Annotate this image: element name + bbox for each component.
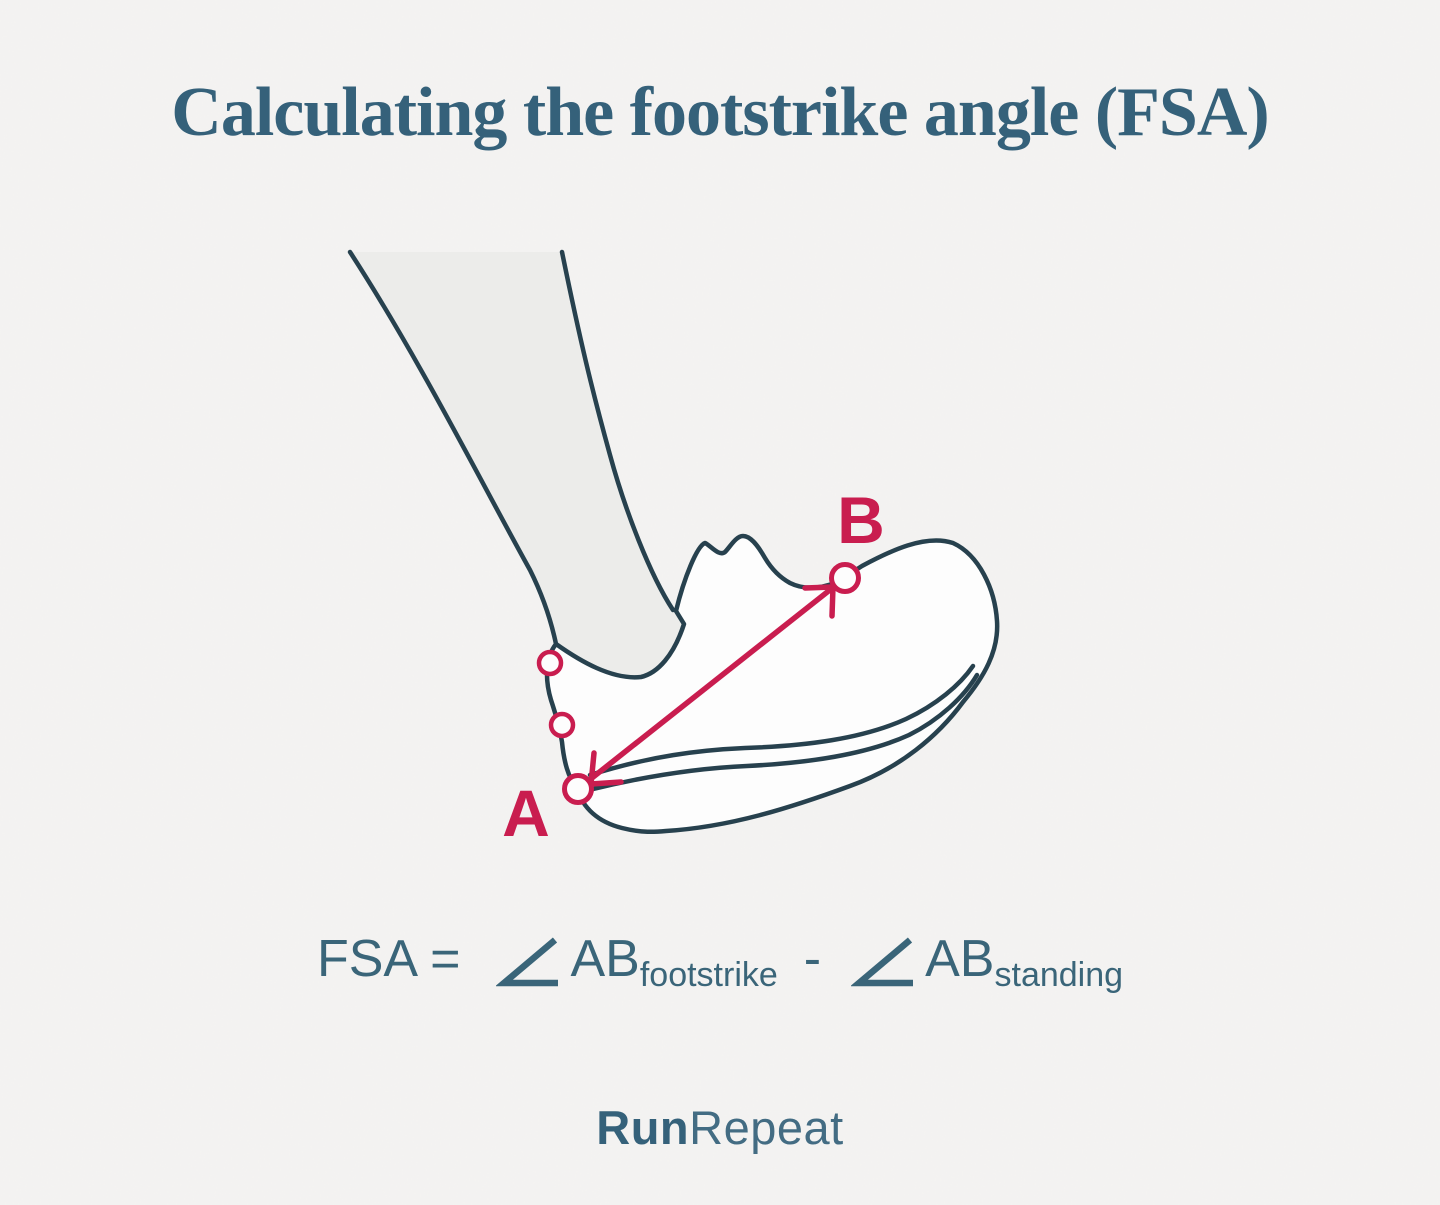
fsa-formula: FSA = AB footstrike - AB standing <box>0 930 1440 994</box>
brand-logo-run: Run <box>596 1101 690 1154</box>
brand-logo: RunRepeat <box>0 1100 1440 1155</box>
shoe-shape <box>544 533 1000 835</box>
ab-measure-line <box>576 575 847 792</box>
formula-term2-subscript: standing <box>994 956 1124 994</box>
equals-sign: = <box>430 930 461 988</box>
angle-icon <box>851 937 914 987</box>
formula-lhs: FSA <box>316 930 419 988</box>
page-title: Calculating the footstrike angle (FSA) <box>171 74 1269 151</box>
formula-term1-subscript: footstrike <box>639 956 778 994</box>
midsole-seam-bottom <box>586 672 980 793</box>
measurement-overlay <box>536 562 861 805</box>
minus-sign: - <box>803 930 822 988</box>
point-a-marker <box>562 773 594 805</box>
midsole-seam-top <box>587 663 976 778</box>
heel-marker-upper <box>536 649 564 677</box>
formula-term1: AB <box>570 930 640 988</box>
brand-logo-repeat: Repeat <box>689 1101 844 1154</box>
formula-term2: AB <box>925 930 995 988</box>
point-b-label: B <box>837 483 885 557</box>
point-b-marker <box>829 562 861 594</box>
heel-marker-lower <box>548 711 576 739</box>
point-a-label: A <box>502 776 550 850</box>
angle-icon <box>496 937 559 987</box>
leg-shape <box>347 249 684 678</box>
